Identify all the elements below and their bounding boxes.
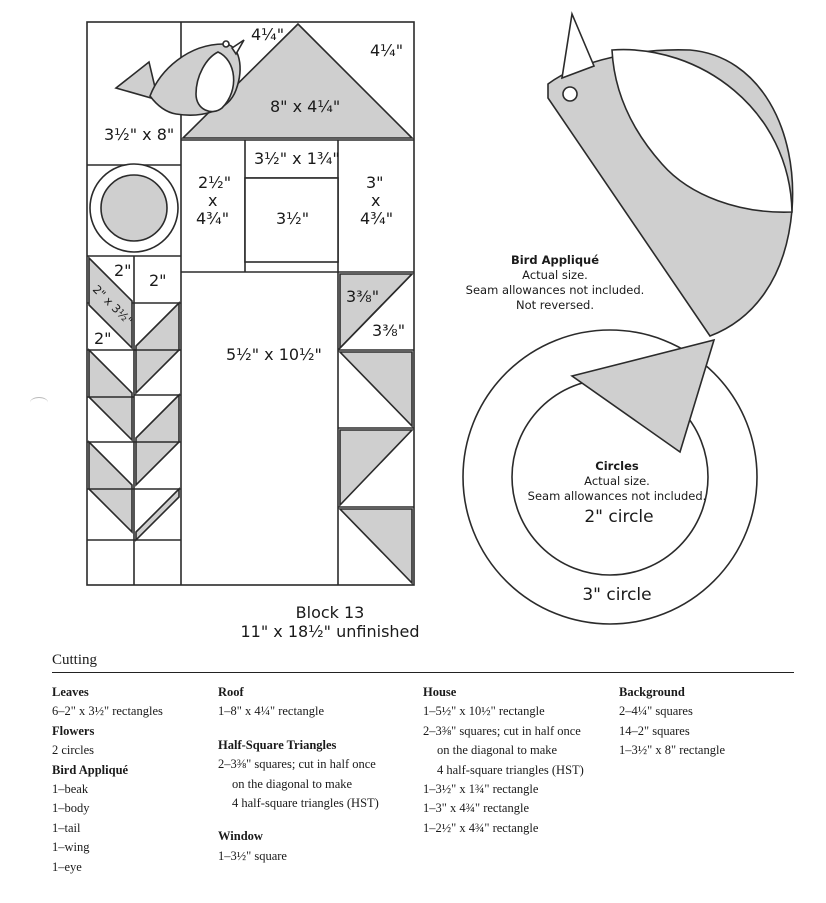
cut-line: 1–3½" x 1¾" rectangle bbox=[423, 782, 539, 797]
bird-applique-title: Bird Appliqué bbox=[511, 253, 599, 267]
cut-line: 1–tail bbox=[52, 820, 81, 835]
bird-tail-small bbox=[114, 60, 160, 102]
leaf bbox=[135, 301, 180, 395]
cut-line: 1–2½" x 4¾" rectangle bbox=[423, 820, 539, 835]
cut-line: 1–8" x 4¼" rectangle bbox=[218, 704, 325, 719]
hst bbox=[339, 429, 414, 507]
cut-line: 14–2" squares bbox=[619, 723, 690, 738]
bird-wing-large bbox=[611, 48, 793, 213]
hst-label-2: 3⅜" bbox=[372, 321, 405, 340]
square-2in-label-a: 2" bbox=[114, 261, 132, 280]
cut-line: on the diagonal to make bbox=[232, 776, 353, 791]
circles-note-2: Seam allowances not included. bbox=[528, 489, 707, 503]
cut-line: on the diagonal to make bbox=[437, 743, 558, 758]
cut-line: 1–body bbox=[52, 801, 90, 816]
square-2in-label-c: 2" bbox=[94, 329, 112, 348]
leaf bbox=[135, 393, 180, 487]
group-heading: Half-Square Triangles bbox=[218, 737, 337, 752]
cut-line: 2–3⅜" squares; cut in half once bbox=[423, 723, 581, 738]
cutting-divider bbox=[52, 672, 794, 673]
group-heading: Flowers bbox=[52, 723, 95, 738]
cut-line: 2 circles bbox=[52, 743, 94, 758]
bird-beak-small bbox=[230, 39, 245, 56]
bird-note-3: Not reversed. bbox=[516, 298, 594, 312]
flower-inner-circle bbox=[100, 174, 168, 242]
hst-label-1: 3⅜" bbox=[346, 287, 379, 306]
inner-circle-label: 2" circle bbox=[584, 507, 653, 527]
group-heading: House bbox=[423, 685, 457, 699]
right-rect-label-1: 3" bbox=[366, 173, 384, 192]
bg-rect-label: 3½" x 8" bbox=[104, 125, 174, 144]
bird-note-1: Actual size. bbox=[522, 268, 588, 282]
quilt-block-diagram: 4¼" 4¼" 8" x 4¼" 3½" x 8" 3½" x 1¾" 2½" … bbox=[86, 11, 794, 625]
block-title: Block 13 bbox=[295, 603, 365, 622]
circles-title: Circles bbox=[595, 459, 639, 473]
cut-line: 1–5½" x 10½" rectangle bbox=[423, 704, 545, 719]
beak-size-label: 4¼" bbox=[251, 25, 284, 44]
cutting-heading: Cutting bbox=[52, 652, 98, 668]
cut-line: 1–3" x 4¾" rectangle bbox=[423, 801, 530, 816]
cut-line: 1–3½" x 8" rectangle bbox=[619, 743, 726, 758]
window-top-label: 3½" x 1¾" bbox=[254, 149, 340, 168]
group-heading: Bird Appliqué bbox=[52, 762, 129, 777]
cut-line: 1–eye bbox=[52, 859, 82, 874]
cutting-column-4: Background 2–4¼" squares 14–2" squares 1… bbox=[619, 683, 725, 761]
block-caption: Block 13 11" x 18½" unfinished bbox=[180, 603, 480, 641]
cutting-column-2: Roof 1–8" x 4¼" rectangle Half-Square Tr… bbox=[218, 683, 379, 866]
left-rect-label-3: 4¾" bbox=[196, 209, 229, 228]
cutting-column-3: House 1–5½" x 10½" rectangle 2–3⅜" squar… bbox=[423, 683, 584, 838]
circles-note-1: Actual size. bbox=[584, 474, 650, 488]
cut-line: 1–beak bbox=[52, 782, 89, 797]
cutting-column-1: Leaves 6–2" x 3½" rectangles Flowers 2 c… bbox=[52, 683, 163, 877]
left-rect-label-2: x bbox=[208, 191, 217, 210]
group-heading: Background bbox=[619, 685, 685, 699]
hst bbox=[338, 351, 413, 428]
group-heading: Window bbox=[218, 829, 263, 844]
house-label: 5½" x 10½" bbox=[226, 345, 322, 364]
window-label: 3½" bbox=[276, 209, 309, 228]
cut-line: 2–3⅜" squares; cut in half once bbox=[218, 757, 376, 772]
outer-circle-label: 3" circle bbox=[582, 585, 651, 605]
cut-line: 4 half-square triangles (HST) bbox=[232, 796, 379, 811]
bird-eye-small bbox=[222, 40, 230, 48]
bird-eye-large bbox=[562, 86, 578, 102]
group-heading: Leaves bbox=[52, 685, 89, 699]
roof-label: 8" x 4¼" bbox=[270, 97, 340, 116]
hst bbox=[338, 508, 413, 585]
left-rect-label-1: 2½" bbox=[198, 173, 231, 192]
cut-line: 1–wing bbox=[52, 840, 90, 855]
roof-triangle bbox=[181, 22, 414, 139]
window-square bbox=[244, 177, 339, 263]
block-size: 11" x 18½" unfinished bbox=[240, 622, 420, 641]
square-2in-label-b: 2" bbox=[149, 271, 167, 290]
scan-artifact bbox=[30, 397, 48, 408]
cut-line: 4 half-square triangles (HST) bbox=[437, 762, 584, 777]
bird-wing-small bbox=[195, 51, 235, 113]
bird-note-2: Seam allowances not included. bbox=[466, 283, 645, 297]
bird-tail-large bbox=[570, 338, 716, 454]
leaf bbox=[88, 440, 133, 534]
group-heading: Roof bbox=[218, 685, 244, 699]
right-rect-label-2: x bbox=[371, 191, 380, 210]
leaf-rect-top bbox=[88, 256, 133, 350]
bg-square-label: 4¼" bbox=[370, 41, 403, 60]
bird-beak-large bbox=[560, 11, 596, 80]
right-rect-label-3: 4¾" bbox=[360, 209, 393, 228]
cut-line: 6–2" x 3½" rectangles bbox=[52, 704, 163, 719]
cut-line: 1–3½" square bbox=[218, 848, 287, 863]
cut-line: 2–4¼" squares bbox=[619, 704, 693, 719]
leaf bbox=[88, 348, 133, 442]
